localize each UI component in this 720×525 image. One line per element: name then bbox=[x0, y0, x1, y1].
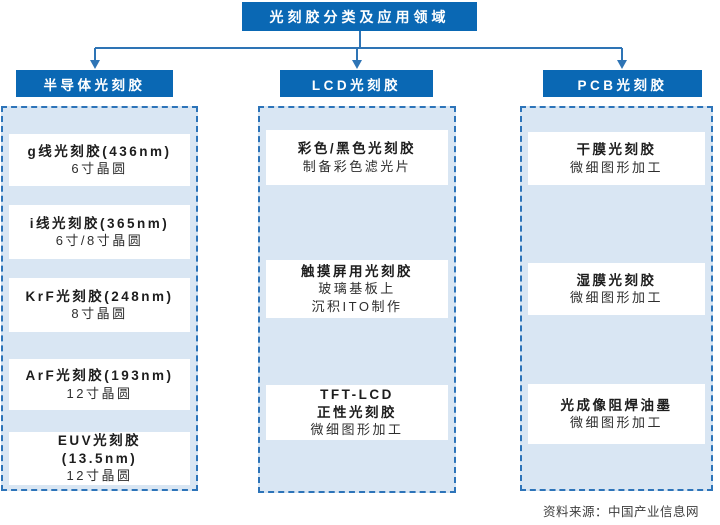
node-wet-film-resist: 湿膜光刻胶 微细图形加工 bbox=[528, 263, 705, 315]
node-title-line: 湿膜光刻胶 bbox=[576, 272, 657, 288]
node-color-black-resist: 彩色/黑色光刻胶 制备彩色滤光片 bbox=[266, 130, 448, 185]
node-title-line: EUV光刻胶 bbox=[57, 433, 142, 449]
arrowhead-left bbox=[90, 60, 100, 69]
node-title-line: 触摸屏用光刻胶 bbox=[301, 263, 413, 279]
branch-lcd: LCD光刻胶 bbox=[280, 70, 433, 97]
node-touchscreen-resist: 触摸屏用光刻胶 玻璃基板上 沉积ITO制作 bbox=[266, 260, 448, 318]
root-node-title: 光刻胶分类及应用领域 bbox=[242, 2, 477, 31]
panel-semiconductor: g线光刻胶(436nm) 6寸晶圆 i线光刻胶(365nm) 6寸/8寸晶圆 K… bbox=[1, 106, 198, 491]
node-sub-line: 微细图形加工 bbox=[569, 415, 663, 430]
node-title-line: KrF光刻胶(248nm) bbox=[25, 288, 174, 304]
node-arf: ArF光刻胶(193nm) 12寸晶圆 bbox=[9, 359, 190, 410]
node-sub-line: 12寸晶圆 bbox=[66, 468, 133, 484]
node-g-line: g线光刻胶(436nm) 6寸晶圆 bbox=[9, 134, 190, 186]
branch-semiconductor: 半导体光刻胶 bbox=[16, 70, 173, 97]
node-sub-line: 6寸晶圆 bbox=[71, 161, 128, 176]
node-title-line: 彩色/黑色光刻胶 bbox=[297, 141, 417, 156]
node-title-line: TFT-LCD bbox=[320, 387, 394, 403]
node-sub-line: 6寸/8寸晶圆 bbox=[55, 233, 144, 248]
node-krf: KrF光刻胶(248nm) 8寸晶圆 bbox=[9, 278, 190, 332]
node-sub-line2: 沉积ITO制作 bbox=[311, 298, 403, 314]
arrowhead-middle bbox=[352, 60, 362, 69]
node-sub-line: 制备彩色滤光片 bbox=[302, 158, 412, 174]
node-euv: EUV光刻胶 (13.5nm) 12寸晶圆 bbox=[9, 432, 190, 485]
node-title-line: 干膜光刻胶 bbox=[576, 142, 657, 157]
node-dry-film-resist: 干膜光刻胶 微细图形加工 bbox=[528, 132, 705, 185]
node-sub-line: 微细图形加工 bbox=[569, 159, 663, 175]
node-title-line: i线光刻胶(365nm) bbox=[29, 215, 170, 231]
node-tft-lcd-resist: TFT-LCD 正性光刻胶 微细图形加工 bbox=[266, 385, 448, 440]
node-title-line2: (13.5nm) bbox=[61, 450, 138, 466]
node-title-line: 光成像阻焊油墨 bbox=[560, 397, 673, 413]
source-note: 资料来源：中国产业信息网 bbox=[542, 505, 699, 519]
node-sub-line: 玻璃基板上 bbox=[318, 281, 396, 297]
node-i-line: i线光刻胶(365nm) 6寸/8寸晶圆 bbox=[9, 205, 190, 259]
branch-pcb: PCB光刻胶 bbox=[543, 70, 702, 97]
panel-pcb: 干膜光刻胶 微细图形加工 湿膜光刻胶 微细图形加工 光成像阻焊油墨 微细图形加工 bbox=[520, 106, 713, 491]
node-sub-line: 微细图形加工 bbox=[310, 422, 404, 438]
node-solder-mask-ink: 光成像阻焊油墨 微细图形加工 bbox=[528, 384, 705, 444]
node-title-line: ArF光刻胶(193nm) bbox=[25, 368, 174, 383]
node-title-line2: 正性光刻胶 bbox=[317, 404, 397, 420]
panel-lcd: 彩色/黑色光刻胶 制备彩色滤光片 触摸屏用光刻胶 玻璃基板上 沉积ITO制作 T… bbox=[258, 106, 456, 493]
node-title-line: g线光刻胶(436nm) bbox=[27, 143, 172, 159]
node-sub-line: 微细图形加工 bbox=[569, 290, 663, 305]
arrowhead-right bbox=[617, 60, 627, 69]
node-sub-line: 8寸晶圆 bbox=[71, 306, 128, 321]
node-sub-line: 12寸晶圆 bbox=[66, 385, 133, 401]
